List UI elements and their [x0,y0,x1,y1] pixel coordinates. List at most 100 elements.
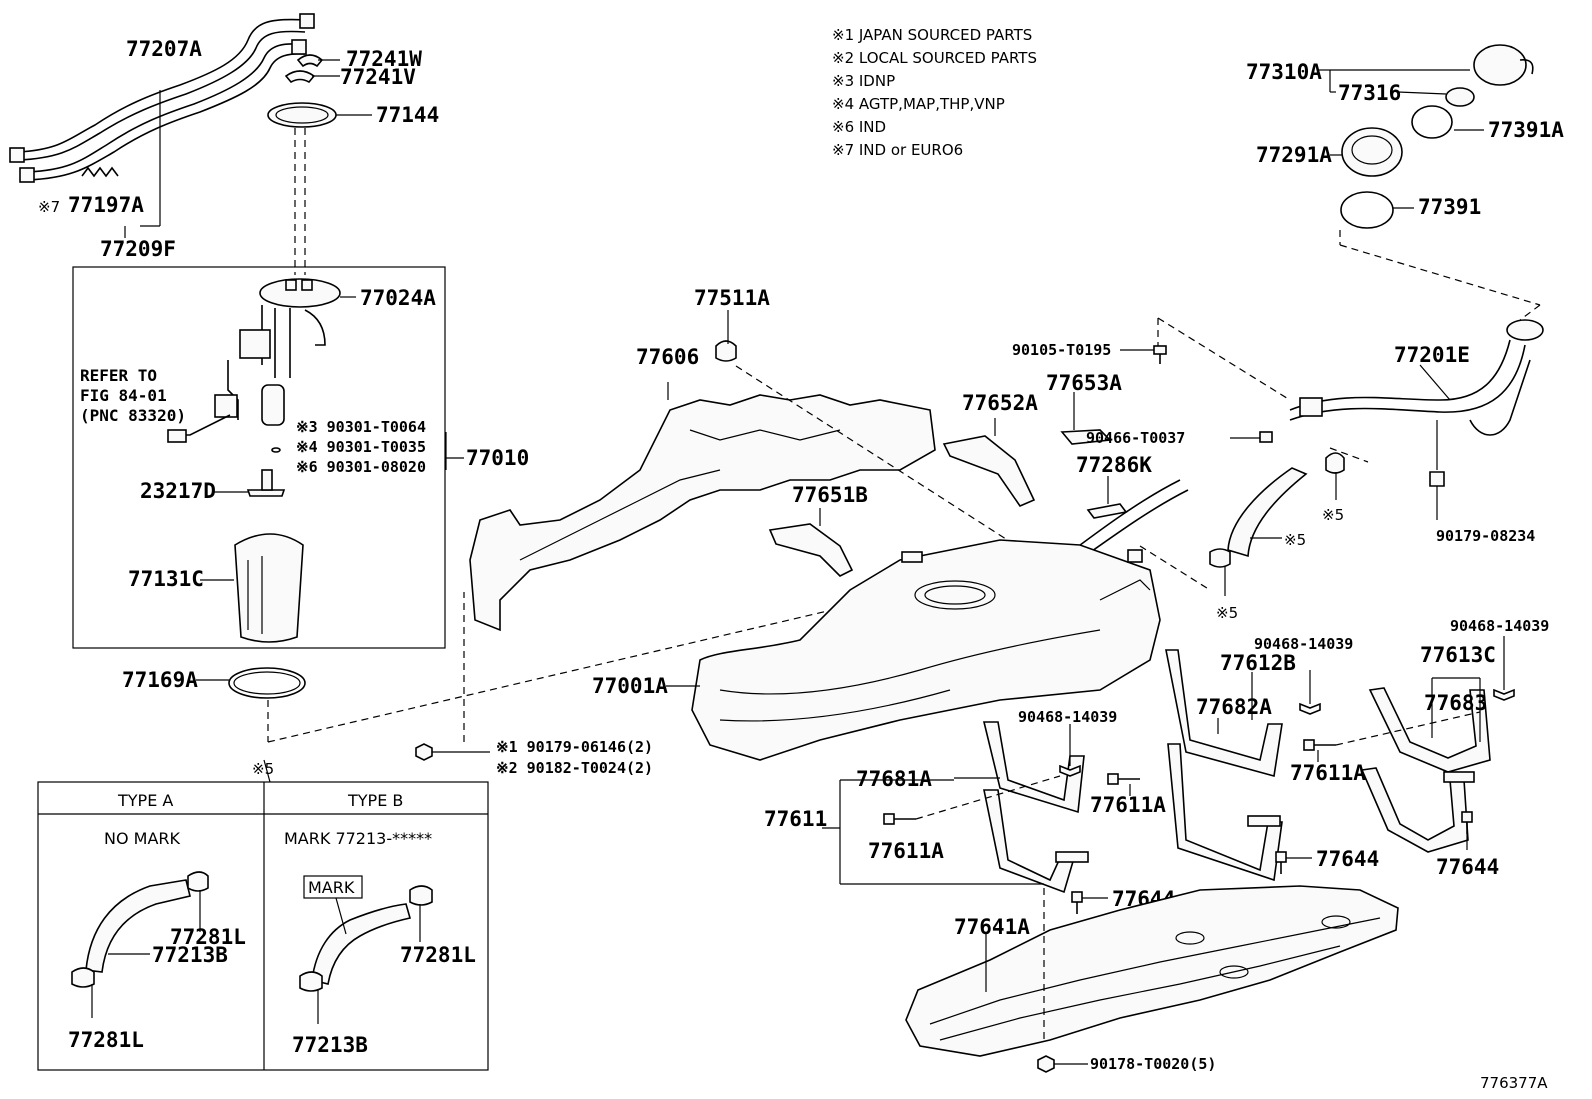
fuel-pump-parts [167,278,464,643]
label-77131C: 77131C [128,567,204,591]
label-77201E: 77201E [1394,343,1470,367]
label-77144: 77144 [376,103,439,127]
label-77010: 77010 [466,446,529,470]
label-77606: 77606 [636,345,699,369]
type-b-label-77281L: 77281L [400,943,476,967]
label-77644-c: 77644 [1436,855,1499,879]
label-77197A: 77197A [68,193,144,217]
type-a-no-mark: NO MARK [104,829,181,848]
label-90468-14039-b: 90468-14039 [1018,708,1117,726]
type-b-mark-text: MARK 77213-***** [284,829,432,848]
label-90182-T0024: ※2 90182-T0024(2) [496,759,653,777]
label-90105-T0195: 90105-T0195 [1012,341,1111,359]
label-90178-T0020: 90178-T0020(5) [1090,1055,1216,1073]
label-90468-14039-c: 90468-14039 [1450,617,1549,635]
label-77613C: 77613C [1420,643,1496,667]
label-77641A: 77641A [954,915,1030,939]
label-77207A: 77207A [126,37,202,61]
refer-line-2: FIG 84-01 [80,386,167,405]
label-77169A: 77169A [122,668,198,692]
bolt-77644-a [1071,891,1108,914]
type-a-label-77281L-2: 77281L [68,1028,144,1052]
note-4: ※4 AGTP,MAP,THP,VNP [832,95,1005,113]
note-2: ※2 LOCAL SOURCED PARTS [832,49,1037,67]
clamp-90466-T0037 [1230,431,1273,443]
bolt-77644-b [1275,851,1312,874]
clip-77511A [715,310,1021,549]
bolt-90105-T0195 [1120,345,1167,364]
label-77001A: 77001A [592,674,668,698]
protector-77606 [469,382,936,632]
label-77024A: 77024A [360,286,436,310]
note-6: ※6 IND [832,118,886,136]
label-77241V: 77241V [340,65,416,89]
type-b-label-77213B: 77213B [292,1033,368,1057]
label-77611A-a: 77611A [868,839,944,863]
label-77241W: 77241W [346,47,422,71]
note-1: ※1 JAPAN SOURCED PARTS [832,26,1032,44]
bolt-77644-c [1461,811,1473,850]
nut-90178-T0020 [1037,1055,1088,1073]
fuel-line-assembly [9,13,315,238]
cushion-pads [768,392,1112,577]
label-77611A-c: 77611A [1290,761,1366,785]
label-90466-T0037: 90466-T0037 [1086,429,1185,447]
label-77611A-b: 77611A [1090,793,1166,817]
type-a-header: TYPE A [117,791,173,810]
label-77652A: 77652A [962,391,1038,415]
label-77653A: 77653A [1046,371,1122,395]
type-a-hose [71,871,209,1018]
label-77511A: 77511A [694,286,770,310]
label-77681A: 77681A [856,767,932,791]
fuel-tank-77001A [666,539,1161,761]
label-note5-b: ※5 [1284,531,1306,549]
retainer-parts [267,54,372,128]
label-90468-14039-a: 90468-14039 [1254,635,1353,653]
type-b-header: TYPE B [347,791,403,810]
label-90179-06146: ※1 90179-06146(2) [496,738,653,756]
bolt-77611A-c [1303,711,1481,762]
tank-straps [822,636,1515,914]
label-77682A: 77682A [1196,695,1272,719]
type-a-label-77281L-1: 77281L [170,925,246,949]
bolt-77611A-b [1107,773,1140,796]
filler-pipe-assembly [1157,317,1544,520]
label-77197A-note: ※7 [38,198,60,216]
notes-legend: ※1 JAPAN SOURCED PARTS ※2 LOCAL SOURCED … [832,26,1037,159]
label-note5-table: ※5 [252,760,274,778]
label-note3-90301-T0064: ※3 90301-T0064 [296,418,426,436]
label-77644-b: 77644 [1316,847,1379,871]
hose-type-table [37,759,489,1071]
label-77651B: 77651B [792,483,868,507]
label-note5-a: ※5 [1322,506,1344,524]
filler-cap-parts [1318,44,1541,321]
label-23217D: 23217D [140,479,216,503]
label-77209F: 77209F [100,237,176,261]
type-b-hose [299,875,433,1024]
label-77391: 77391 [1418,195,1481,219]
label-90179-08234: 90179-08234 [1436,527,1535,545]
skid-plate-77641A [905,885,1399,1057]
label-77286K: 77286K [1076,453,1152,477]
nut-90179-06146 [415,592,490,761]
mark-box [303,875,363,899]
label-note6-90301-08020: ※6 90301-08020 [296,458,426,476]
bolt-77611A-a [883,775,1061,825]
note-3: ※3 IDNP [832,72,895,90]
label-77683: 77683 [1424,691,1487,715]
fuel-pump-group-box [72,266,446,649]
filler-hose [1139,447,1369,596]
gasket-77169A [228,667,306,699]
label-77612B: 77612B [1220,651,1296,675]
label-note4-90301-T0035: ※4 90301-T0035 [296,438,426,456]
refer-line-1: REFER TO [80,366,157,385]
figure-id: 776377A [1480,1074,1548,1092]
note-7: ※7 IND or EURO6 [832,141,963,159]
label-77310A: 77310A [1246,60,1322,84]
label-77391A: 77391A [1488,118,1564,142]
label-note5-c: ※5 [1216,604,1238,622]
type-a-label-77213B: 77213B [152,943,228,967]
mark-box-label: MARK [308,878,355,897]
